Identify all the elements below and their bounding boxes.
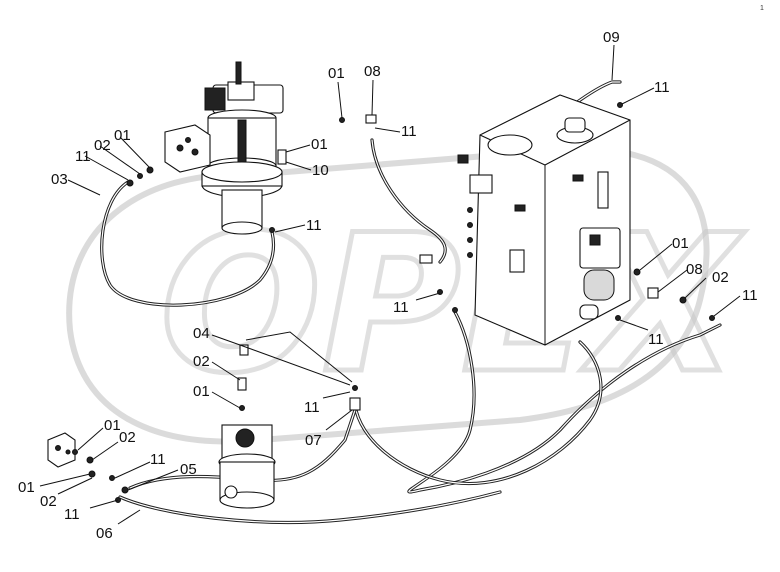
- fittings: [72, 102, 715, 503]
- swing-motor: [218, 424, 276, 509]
- label-04: 04: [193, 325, 210, 342]
- label-11: 11: [150, 451, 166, 468]
- label-03: 03: [51, 171, 68, 188]
- label-01: 01: [104, 417, 121, 434]
- label-11: 11: [648, 331, 664, 348]
- part-labels: 01 08 09 11 11 01 10 01 02 11 03 11 01 0…: [18, 29, 758, 542]
- label-02: 02: [94, 137, 111, 154]
- label-11: 11: [654, 79, 670, 96]
- label-11: 11: [393, 299, 409, 316]
- small-valve-block: [164, 124, 211, 173]
- label-10: 10: [312, 162, 329, 179]
- label-11: 11: [75, 148, 91, 165]
- label-08: 08: [364, 63, 381, 80]
- label-05: 05: [180, 461, 197, 478]
- label-02: 02: [40, 493, 57, 510]
- label-01: 01: [672, 235, 689, 252]
- hydraulic-tank: [457, 94, 631, 346]
- label-02: 02: [119, 429, 136, 446]
- label-11: 11: [742, 287, 758, 304]
- page-number: 1: [760, 5, 764, 12]
- label-06: 06: [96, 525, 113, 542]
- label-11: 11: [304, 399, 320, 416]
- label-01: 01: [193, 383, 210, 400]
- bottom-valve-block: [47, 432, 76, 468]
- label-01: 01: [328, 65, 345, 82]
- label-01: 01: [311, 136, 328, 153]
- label-11: 11: [64, 506, 80, 523]
- label-11: 11: [306, 217, 322, 234]
- label-08: 08: [686, 261, 703, 278]
- tank-side-fittings: [467, 207, 473, 258]
- leader-lines: [39, 44, 741, 525]
- watermark: OPEX: [66, 146, 748, 445]
- label-01: 01: [18, 479, 35, 496]
- label-07: 07: [305, 432, 322, 449]
- label-02: 02: [712, 269, 729, 286]
- label-09: 09: [603, 29, 620, 46]
- label-01: 01: [114, 127, 131, 144]
- rotary-joint-assembly: [201, 61, 284, 235]
- label-02: 02: [193, 353, 210, 370]
- label-11: 11: [401, 123, 417, 140]
